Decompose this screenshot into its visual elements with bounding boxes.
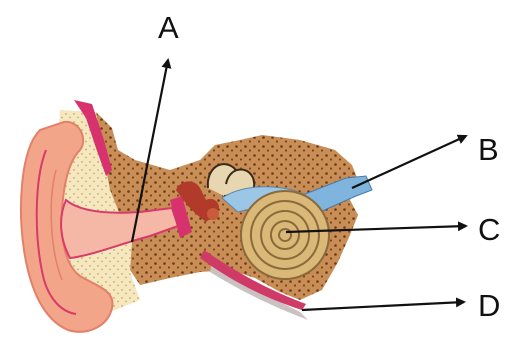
cochlea (241, 191, 329, 279)
label-d: D (478, 288, 500, 323)
label-b: B (478, 132, 499, 167)
label-a: A (158, 10, 179, 45)
ossicle-stapes (207, 208, 219, 220)
arrow-b (352, 136, 466, 188)
label-c: C (478, 212, 500, 247)
arrow-d (302, 302, 464, 310)
